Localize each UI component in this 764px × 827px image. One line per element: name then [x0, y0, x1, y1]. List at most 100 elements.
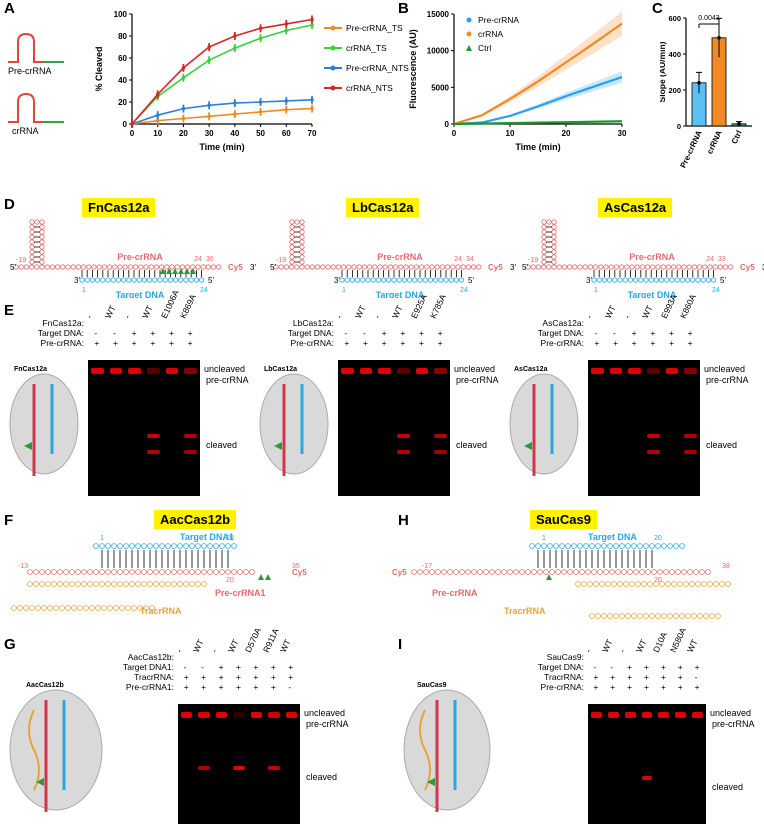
- protein-title-saucas9: SauCas9: [530, 510, 597, 529]
- nucleotide: [289, 224, 295, 230]
- y-tick-label: 10000: [427, 47, 450, 56]
- nucleotide: [131, 605, 137, 611]
- nucleotide: [693, 569, 699, 575]
- nucleotide: [29, 224, 35, 230]
- nucleotide: [131, 277, 137, 283]
- nucleotide: [165, 543, 171, 549]
- nucleotide: [101, 264, 108, 270]
- position-number: -19: [276, 257, 286, 264]
- band-uncleaved: [607, 712, 619, 718]
- position-number: 20: [654, 577, 662, 584]
- row-sign: +: [236, 682, 241, 692]
- row-sign: +: [363, 338, 368, 348]
- nucleotide: [728, 264, 734, 270]
- strand-label: TracrRNA: [504, 606, 546, 616]
- nucleotide: [547, 543, 553, 549]
- nucleotide: [629, 581, 635, 587]
- nucleotide: [597, 569, 603, 575]
- nucleotide: [370, 277, 376, 283]
- row-label: Pre-crRNA1:: [125, 682, 174, 692]
- nucleotide: [141, 569, 147, 575]
- nucleotide: [231, 569, 237, 575]
- nucleotide: [541, 239, 547, 245]
- gel-image: [588, 360, 700, 496]
- band-uncleaved: [641, 712, 653, 718]
- nucleotide: [330, 264, 336, 270]
- strand-label: Pre-crRNA: [377, 252, 423, 262]
- row-sign: +: [218, 662, 224, 672]
- nucleotide: [375, 277, 382, 283]
- cleavage-arrow: [184, 268, 190, 274]
- gel-image: [178, 704, 300, 824]
- nucleotide: [540, 264, 547, 270]
- nucleotide: [39, 244, 45, 250]
- nucleotide: [587, 581, 593, 587]
- nucleotide: [77, 605, 83, 611]
- nucleotide: [537, 569, 543, 575]
- band-cleaved: [184, 434, 197, 438]
- nucleotide: [159, 581, 165, 587]
- lane-label: -: [84, 313, 95, 320]
- protein-row-label: AsCas12a:: [542, 318, 584, 328]
- series-line: [131, 18, 313, 125]
- nucleotide: [183, 581, 189, 587]
- nucleotide: [669, 277, 675, 283]
- strand-label: Pre-crRNA1: [215, 588, 266, 598]
- strand-label: Target DNA: [588, 532, 637, 542]
- x-tick-label: 10: [506, 129, 515, 138]
- nucleotide: [133, 264, 139, 270]
- nucleotide: [695, 277, 701, 283]
- precrrna-label: pre-crRNA: [306, 719, 349, 729]
- nucleotide: [555, 569, 561, 575]
- row-sign: -: [610, 662, 614, 672]
- nucleotide: [205, 264, 211, 270]
- nucleotide: [471, 264, 477, 270]
- nucleotide: [162, 277, 168, 283]
- strand-label: Target DNA1: [180, 532, 234, 542]
- nucleotide: [573, 569, 579, 575]
- x-tick-label: 50: [256, 129, 265, 138]
- nucleotide: [39, 229, 45, 235]
- three-prime: 3': [510, 263, 516, 272]
- panel-label-h: H: [398, 512, 409, 529]
- nucleotide: [225, 543, 231, 549]
- nucleotide: [447, 569, 453, 575]
- cleavage-arrow: [190, 268, 196, 274]
- nucleotide: [617, 277, 623, 283]
- band-cleaved: [147, 450, 160, 454]
- nucleotide: [591, 569, 597, 575]
- nucleotide: [289, 239, 295, 245]
- cy5-label: Cy5: [228, 263, 243, 272]
- nucleotide: [289, 259, 295, 265]
- nucleotide: [633, 569, 639, 575]
- band-uncleaved: [647, 368, 660, 374]
- cleavage-arrow: [172, 268, 178, 274]
- nucleotide: [83, 605, 89, 611]
- nucleotide: [613, 264, 620, 270]
- nucleotide: [703, 613, 709, 619]
- band-uncleaved: [624, 712, 636, 718]
- data-point: [258, 100, 263, 104]
- row-sign: +: [131, 328, 137, 338]
- structure-name: LbCas12a: [264, 366, 298, 373]
- five-prime: 5': [270, 263, 276, 272]
- row-sign: +: [419, 338, 424, 348]
- nucleotide: [135, 581, 141, 587]
- row-sign: +: [288, 662, 294, 672]
- nucleotide: [667, 613, 673, 619]
- nucleotide: [126, 277, 132, 283]
- strand-label: Target DNA: [116, 290, 165, 298]
- nucleotide: [613, 613, 619, 619]
- nucleotide: [335, 264, 342, 270]
- nucleotide: [637, 613, 643, 619]
- data-point: [155, 113, 160, 117]
- nucleotide: [607, 613, 613, 619]
- nucleotide: [165, 581, 171, 587]
- nucleotide: [501, 569, 507, 575]
- nucleotide: [153, 543, 159, 549]
- y-axis-label: Slope (AU/min): [660, 41, 667, 102]
- data-point: [284, 107, 289, 112]
- position-number: 20: [226, 577, 234, 584]
- row-label: Pre-crRNA:: [40, 338, 84, 348]
